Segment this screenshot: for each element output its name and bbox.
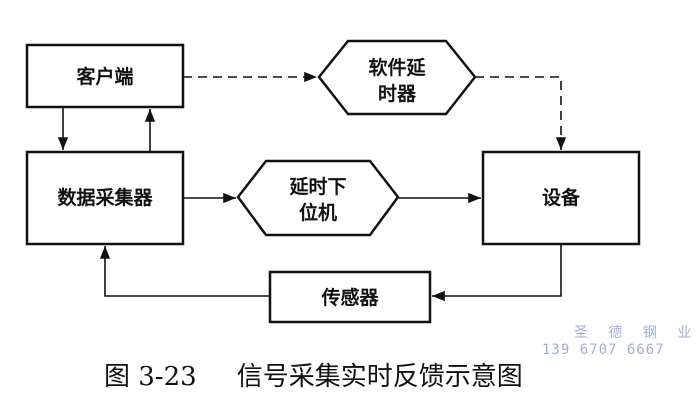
software-delay-label-line2: 时器	[378, 83, 417, 105]
delay-lower-machine-hexagon	[236, 159, 400, 237]
device-label: 设备	[542, 186, 581, 209]
watermark-company-name: 圣 德 钢 业	[574, 325, 700, 341]
dashed-arrow-software-delay-to-device	[475, 76, 567, 150]
delay-lower-machine-label-line2: 位机	[299, 201, 337, 224]
watermark-phone: 139 6707 6667	[542, 342, 665, 358]
arrow-sensor-to-collector	[99, 246, 270, 297]
figure-number: 图 3-23	[104, 362, 197, 392]
device-box	[481, 150, 641, 246]
arrow-device-to-sensor	[432, 244, 562, 302]
client-label: 客户端	[76, 65, 133, 88]
software-delay-label-line1: 软件延	[368, 56, 426, 79]
sensor-box	[268, 270, 432, 324]
sensor-label: 传感器	[320, 286, 379, 309]
data-collector-label: 数据采集器	[57, 186, 153, 209]
figure-caption: 图 3-23 信号采集实时反馈示意图	[104, 356, 523, 393]
client-box	[25, 43, 185, 109]
data-collector-box	[25, 150, 185, 246]
delay-lower-machine-label-line1: 延时下	[288, 176, 346, 198]
figure-title: 信号采集实时反馈示意图	[236, 362, 523, 392]
